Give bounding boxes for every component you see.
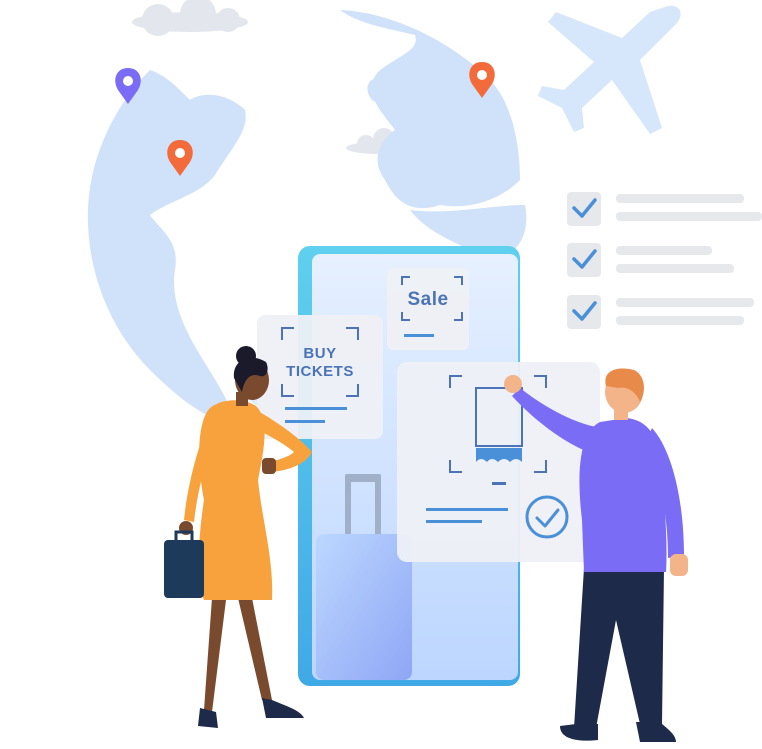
sale-card: Sale (387, 268, 469, 350)
buy-tickets-card: BUY TICKETS (257, 315, 383, 439)
checklist-item (567, 295, 754, 329)
buy-tickets-label-line2: TICKETS (286, 363, 354, 380)
woman-traveler (164, 346, 312, 728)
ticket-icon (475, 387, 523, 462)
checklist-item (567, 243, 734, 277)
airplane-icon (538, 5, 681, 134)
checkbox-check-icon (572, 249, 597, 269)
luggage-icon (316, 474, 412, 680)
ticket-scan-card (397, 362, 600, 562)
map-pin-icon (115, 68, 141, 104)
world-map-globe (87, 10, 527, 425)
checkbox-check-icon (572, 198, 597, 218)
map-pin-icon (167, 140, 193, 176)
man-user (504, 368, 688, 742)
sale-label: Sale (407, 289, 448, 310)
checklist (567, 192, 762, 329)
map-pin-icon (469, 62, 495, 98)
cloud-icon (132, 0, 248, 36)
check-circle-icon (525, 495, 569, 539)
checklist-item (567, 192, 762, 226)
buy-tickets-label-line1: BUY (303, 345, 336, 362)
checkbox-check-icon (572, 301, 597, 321)
